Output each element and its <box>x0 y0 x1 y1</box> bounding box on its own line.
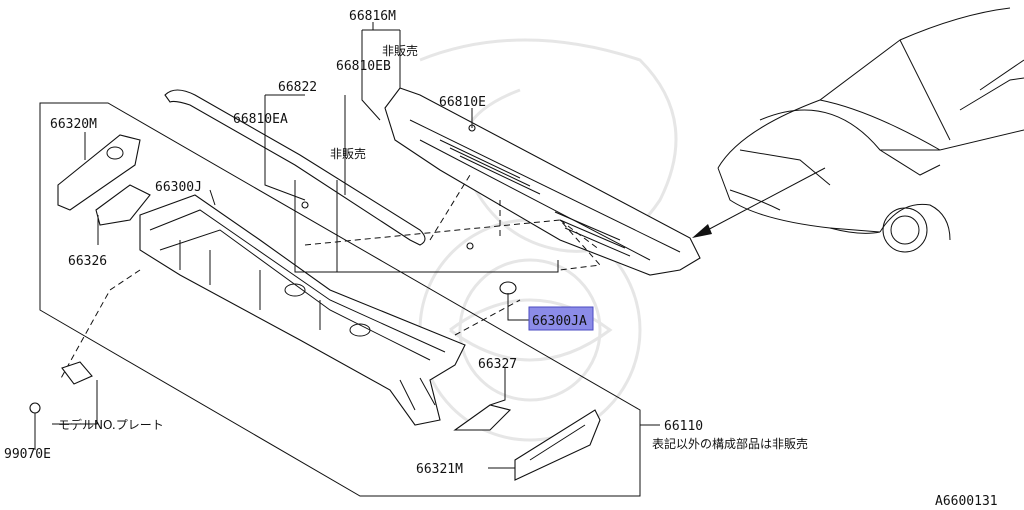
note-66810EA: 非販売 <box>330 146 366 161</box>
label-66320M[interactable]: 66320M <box>50 117 97 132</box>
cowl-seal-strip <box>164 89 426 246</box>
label-66816M[interactable]: 66816M <box>349 9 396 24</box>
clip-66810EA-2 <box>466 242 474 250</box>
dash-link-4 <box>454 299 521 336</box>
note-66110: 表記以外の構成部品は非販売 <box>652 436 808 451</box>
label-66810EA[interactable]: 66810EA <box>233 112 288 127</box>
label-66822[interactable]: 66822 <box>278 80 317 95</box>
dash-link-3 <box>499 200 601 251</box>
label-66810E[interactable]: 66810E <box>439 95 486 110</box>
highlight-66300JA <box>528 306 594 331</box>
dash-link-5 <box>59 269 141 381</box>
label-66326[interactable]: 66326 <box>68 254 107 269</box>
side-bracket-66321M <box>514 409 601 481</box>
label-66810EB[interactable]: 66810EB <box>336 59 391 74</box>
label-66300JA[interactable]: 66300JA <box>532 314 587 329</box>
rivet-99070E <box>29 402 41 440</box>
label-66110[interactable]: 66110 <box>664 419 703 434</box>
note-66810EB: 非販売 <box>382 43 418 58</box>
label-99070E[interactable]: 99070E <box>4 447 51 462</box>
diagram-id: A6600131 <box>935 494 998 509</box>
cover-66327 <box>453 404 512 431</box>
cover-66326 <box>95 184 151 226</box>
clip-66810EA <box>301 201 309 209</box>
leader-lines <box>34 22 660 469</box>
assembly-boundary <box>39 102 641 497</box>
label-66321M[interactable]: 66321M <box>416 462 463 477</box>
cowl-top-grille <box>384 87 701 276</box>
cowl-lower-panel <box>139 194 466 426</box>
dash-link-2 <box>429 174 471 241</box>
label-66327[interactable]: 66327 <box>478 357 517 372</box>
location-arrow <box>699 167 826 235</box>
arrow-head <box>692 224 712 238</box>
clip-66300JA <box>499 281 517 295</box>
label-66300J[interactable]: 66300J <box>155 180 202 195</box>
side-bracket-66320M <box>57 134 141 211</box>
label-model-plate[interactable]: モデルNO.プレート <box>58 417 164 432</box>
car-illustration <box>717 7 1024 253</box>
model-plate-part <box>61 361 93 385</box>
